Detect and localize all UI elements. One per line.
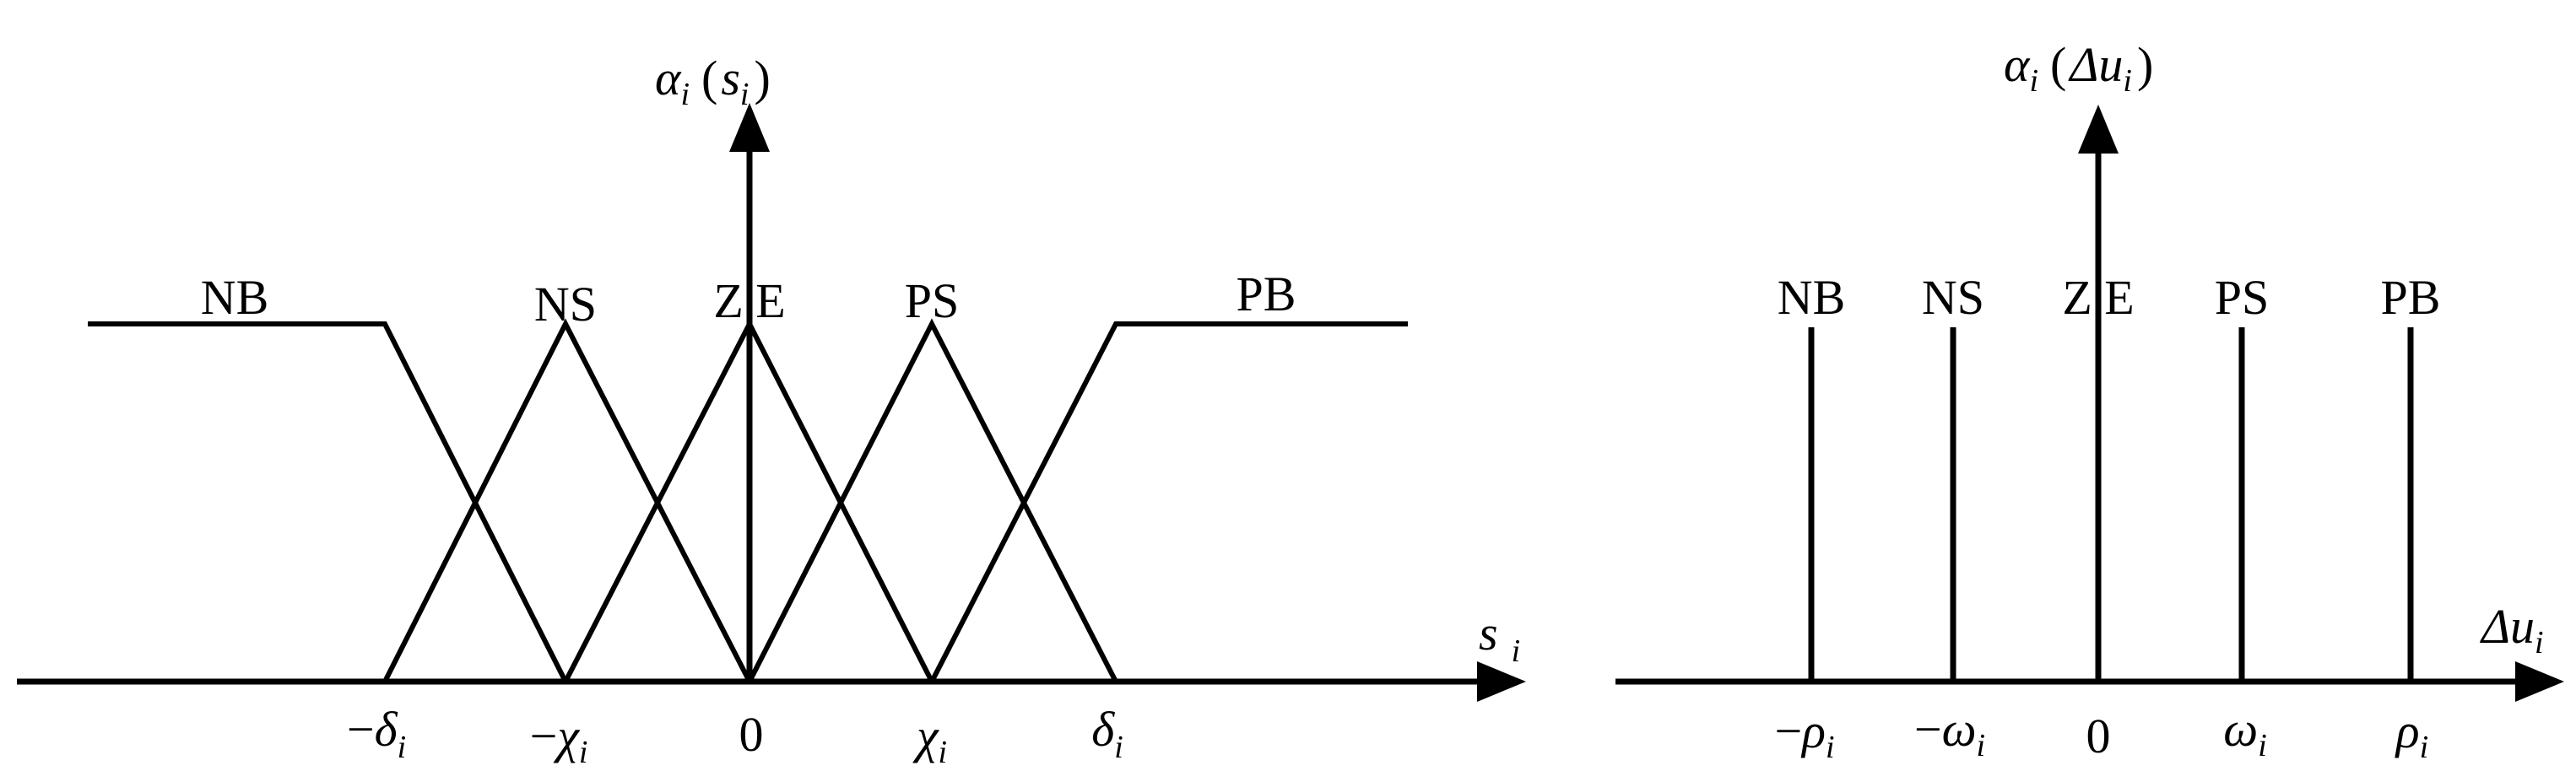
left-panel: [17, 103, 1526, 702]
right-tick-neg-omega: −ωi: [1914, 702, 1985, 763]
right-set-label-ze: Z E: [2062, 270, 2134, 325]
left-set-label-ns: NS: [534, 277, 597, 332]
left-tick-zero: 0: [739, 707, 764, 762]
left-tick-neg-delta: −δi: [347, 702, 406, 765]
right-tick-zero: 0: [2086, 709, 2111, 763]
membership-ns: [382, 318, 752, 683]
left-y-arrowhead: [729, 103, 770, 152]
right-tick-neg-rho: −ρi: [1774, 704, 1834, 765]
left-x-arrowhead: [1477, 661, 1526, 702]
right-set-label-ps: PS: [2215, 270, 2270, 325]
right-panel: [1615, 105, 2564, 702]
left-set-label-ze: Z E: [713, 273, 785, 328]
right-x-axis-label: Δui: [2480, 599, 2544, 660]
left-y-axis-label: αi(si): [655, 51, 771, 112]
right-tick-rho: ρi: [2395, 704, 2428, 765]
left-tick-chi: χi: [912, 709, 947, 770]
left-set-label-ps: PS: [905, 273, 960, 328]
membership-nb: [88, 321, 568, 683]
right-x-arrowhead: [2515, 661, 2564, 702]
membership-ps: [747, 318, 1118, 683]
left-set-label-pb: PB: [1237, 267, 1296, 321]
membership-pb: [929, 321, 1408, 683]
right-y-arrowhead: [2078, 105, 2119, 154]
right-tick-omega: ωi: [2223, 702, 2267, 763]
left-tick-delta: δi: [1091, 702, 1123, 765]
right-y-axis-label: αi(Δui): [2004, 37, 2153, 99]
right-set-label-nb: NB: [1778, 270, 1846, 325]
left-tick-neg-chi: −χi: [530, 709, 588, 770]
left-set-label-nb: NB: [201, 270, 269, 325]
membership-ze: [563, 318, 934, 683]
right-set-label-ns: NS: [1922, 270, 1984, 325]
right-set-label-pb: PB: [2381, 270, 2441, 325]
